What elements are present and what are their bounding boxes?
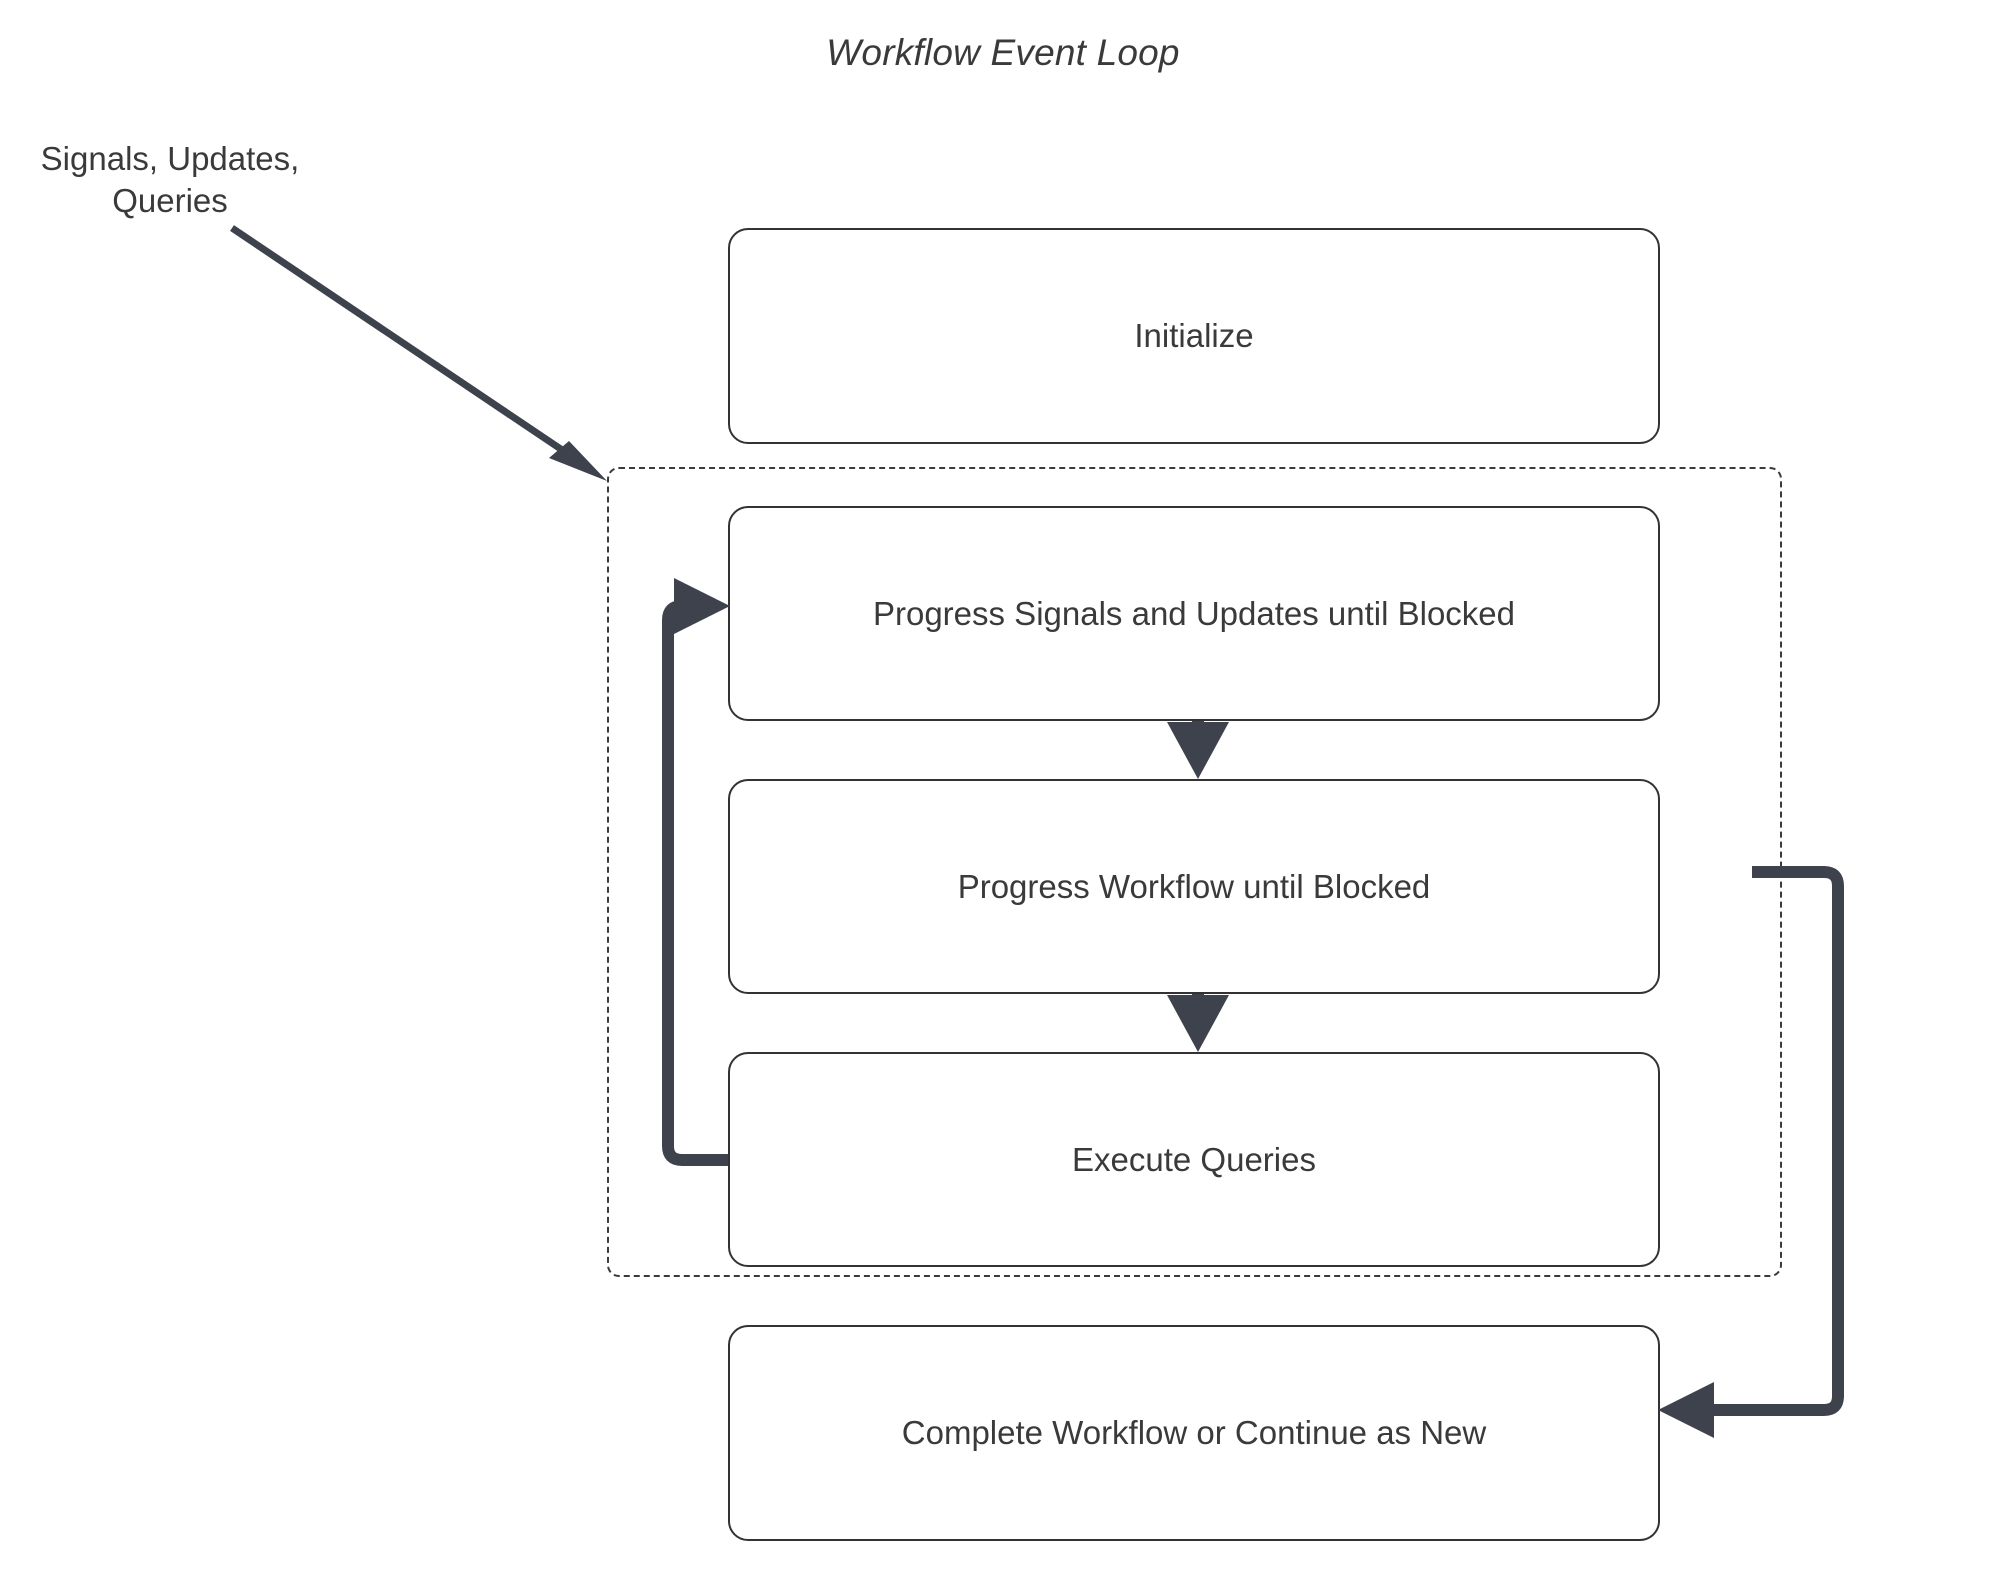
node-progress-signals[interactable]: Progress Signals and Updates until Block… <box>728 506 1660 721</box>
node-initialize[interactable]: Initialize <box>728 228 1660 444</box>
node-execute-queries-label: Execute Queries <box>1072 1140 1316 1178</box>
node-complete-workflow[interactable]: Complete Workflow or Continue as New <box>728 1325 1660 1541</box>
node-execute-queries[interactable]: Execute Queries <box>728 1052 1660 1267</box>
external-input-label: Signals, Updates, Queries <box>40 140 300 219</box>
page-title: Workflow Event Loop <box>826 32 1180 73</box>
node-complete-workflow-label: Complete Workflow or Continue as New <box>901 1414 1487 1451</box>
node-initialize-label: Initialize <box>1134 317 1254 354</box>
node-progress-workflow[interactable]: Progress Workflow until Blocked <box>728 779 1660 994</box>
edge-signals-to-loop-icon <box>230 225 607 481</box>
node-progress-workflow-label: Progress Workflow until Blocked <box>957 867 1431 905</box>
node-progress-signals-label: Progress Signals and Updates until Block… <box>872 594 1516 632</box>
